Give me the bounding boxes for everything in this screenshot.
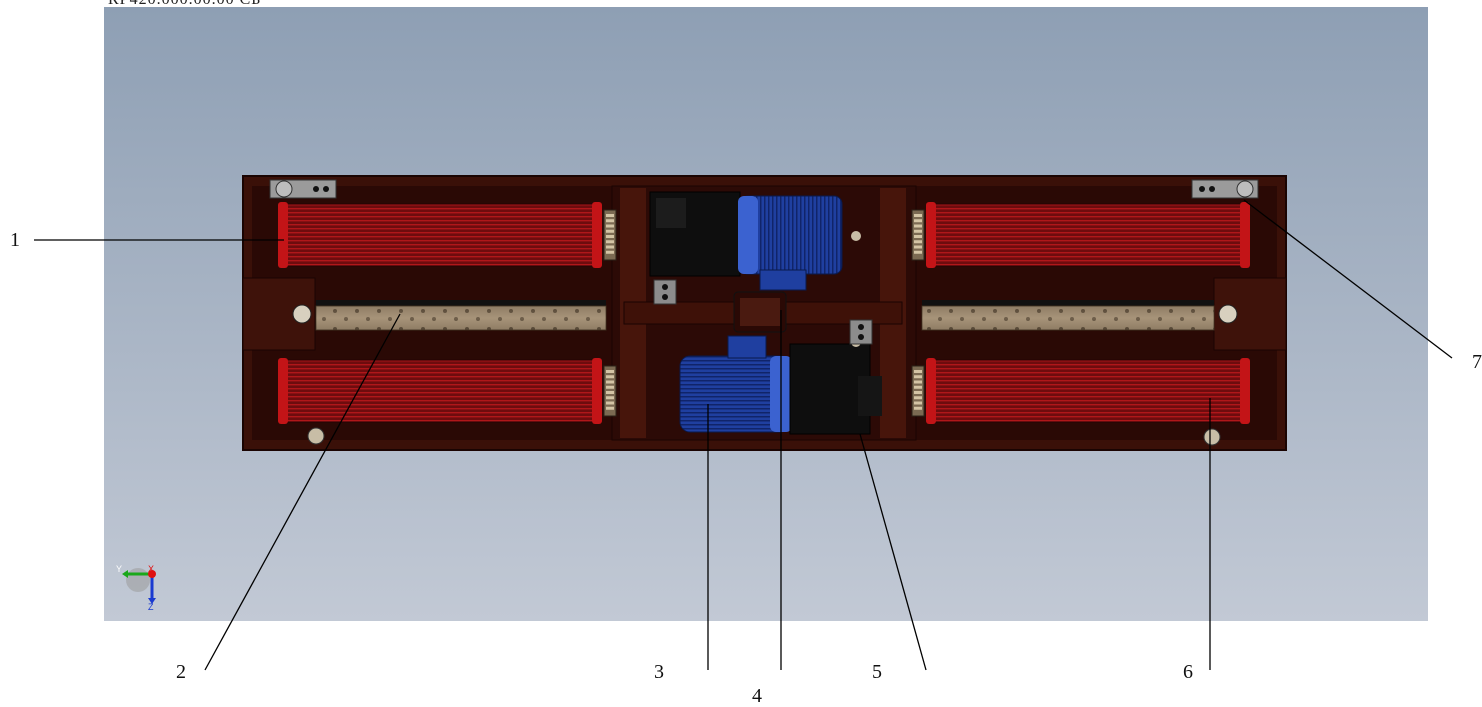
roller-top-left [278,202,617,268]
roller-top-right [911,202,1250,268]
coordinate-triad: Y X Z [116,564,156,612]
callout-label-3: 3 [654,661,664,683]
central-coupling [653,279,873,345]
drive-top [649,191,861,291]
right-end-block [1213,277,1287,351]
callout-label-5: 5 [872,661,882,683]
leader-line-2 [204,313,401,671]
callout-label-1: 1 [10,229,20,251]
triad-y-label: Y [116,564,122,574]
roller-bottom-right [911,358,1250,424]
callout-label-4: 4 [752,685,762,707]
triad-x-label: X [148,564,154,574]
perforated-shaft-left [315,300,607,331]
drawing-code: КР420.000.00.00 СБ [108,0,261,9]
callout-label-7: 7 [1472,351,1482,373]
leader-line-7 [1243,199,1453,359]
leader-line-5 [859,433,927,671]
triad-z-label: Z [148,602,154,612]
callout-label-2: 2 [176,661,186,683]
perforated-shaft-right [921,300,1215,331]
callout-label-6: 6 [1183,661,1193,683]
roller-bottom-left [278,358,617,424]
